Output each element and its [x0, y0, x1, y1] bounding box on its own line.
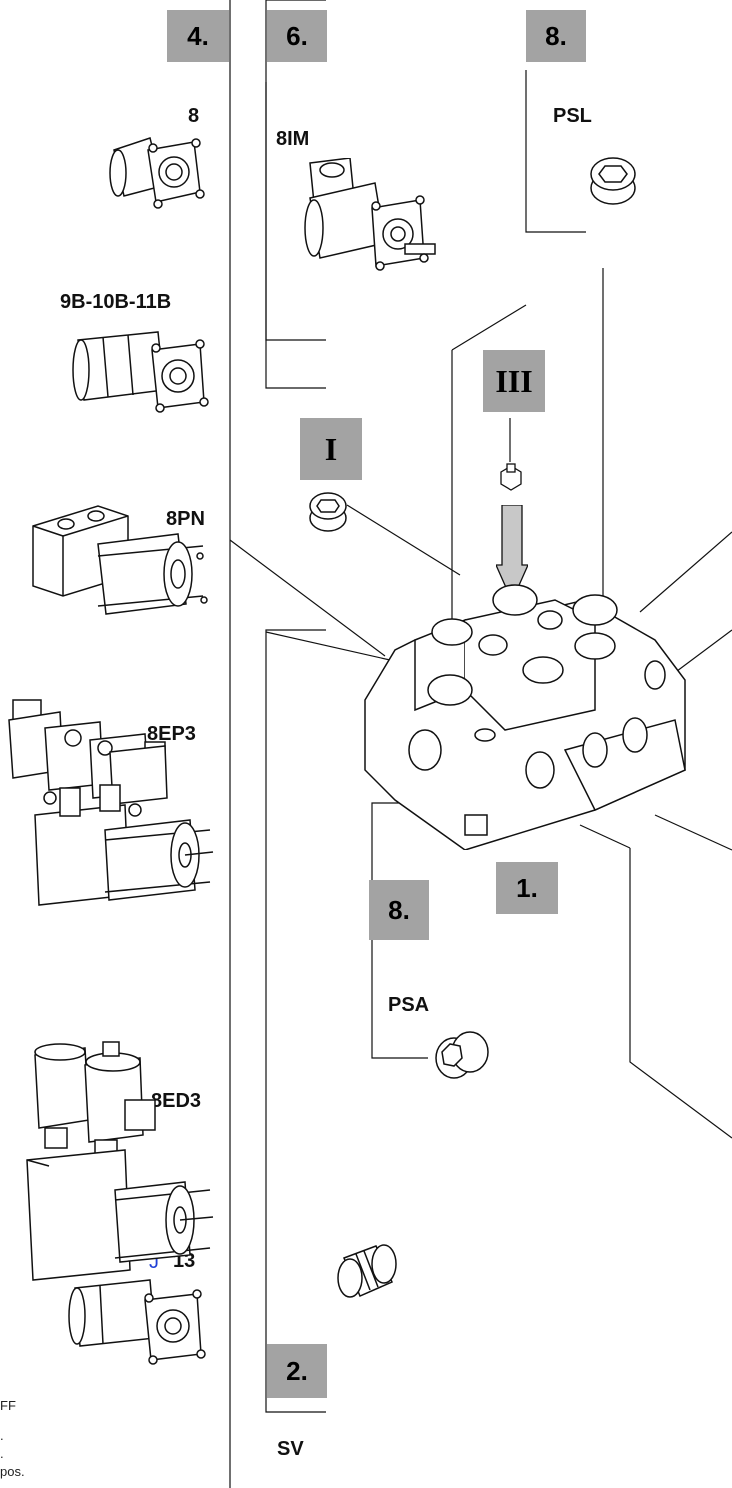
note-pos: pos. — [0, 1464, 25, 1479]
note-ff: FF — [0, 1398, 16, 1413]
label-sv: SV — [277, 1438, 304, 1460]
section-badge-4: 4. — [167, 10, 229, 62]
actuator-8pn-illustration — [32, 505, 208, 615]
section-badge-2: 2. — [267, 1344, 327, 1398]
label-8pn: 8PN — [166, 508, 205, 530]
label-9b-10b-11b: 9B-10B-11B — [60, 291, 172, 313]
plug-sv-illustration — [337, 1244, 397, 1298]
section-badge-8-top: 8. — [526, 10, 586, 62]
label-psa: PSA — [388, 994, 430, 1016]
label-8ed3: 8ED3 — [151, 1090, 202, 1112]
actuator-13-illustration — [68, 1279, 206, 1365]
actuator-8im-illustration — [304, 158, 436, 271]
label-psl: PSL — [553, 105, 592, 127]
port-badge-I: I — [300, 418, 362, 480]
section-badge-1: 1. — [496, 862, 558, 914]
section-badge-6: 6. — [267, 10, 327, 62]
note-dot-2: . — [0, 1446, 4, 1461]
actuator-8ep3-illustration — [8, 699, 214, 906]
port-badge-III: III — [483, 350, 545, 412]
note-dot-1: . — [0, 1428, 4, 1443]
section-badge-8-mid: 8. — [369, 880, 429, 940]
label-8im: 8IM — [276, 128, 310, 150]
label-13-mark: J — [149, 1251, 159, 1273]
insertion-arrow — [496, 505, 528, 603]
plug-psa-illustration — [435, 1031, 489, 1079]
label-8ep3: 8EP3 — [147, 723, 196, 745]
actuator-8-illustration — [109, 137, 205, 209]
plug-psl-illustration — [590, 157, 636, 205]
label-8: 8 — [188, 105, 200, 127]
nut-iii-illustration — [500, 463, 522, 491]
actuator-9b-illustration — [72, 331, 209, 413]
actuator-8ed3-illustration — [26, 1041, 214, 1281]
valve-body-illustration — [364, 584, 686, 850]
plug-i-illustration — [309, 492, 347, 532]
